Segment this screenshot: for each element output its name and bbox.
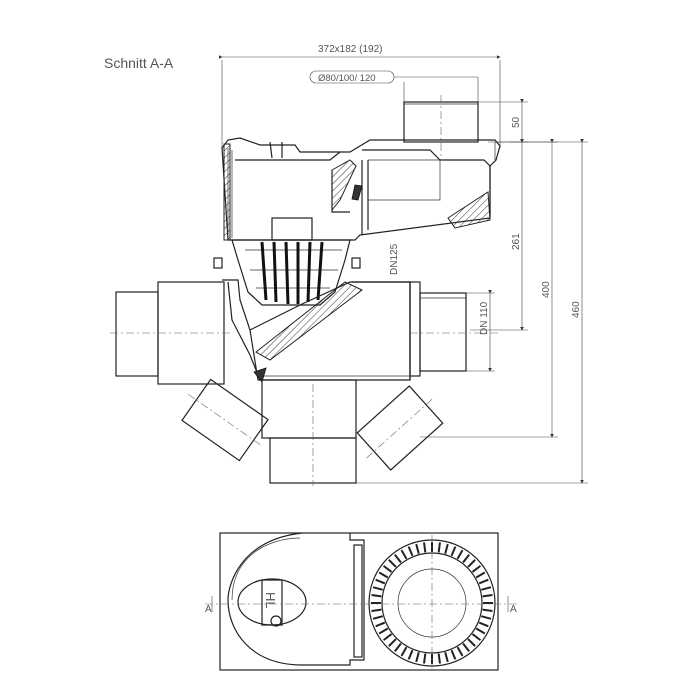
grate-slot	[375, 621, 386, 628]
grate-slot	[423, 542, 427, 553]
grate-slot	[415, 543, 420, 554]
section-marker-right-text: A	[510, 604, 517, 615]
grate-slot	[467, 638, 476, 647]
grate-slot	[415, 652, 420, 663]
grate-slot	[467, 559, 476, 568]
grate-slot	[388, 559, 397, 568]
logo-text: HL	[263, 592, 278, 609]
grate-slot	[450, 649, 457, 660]
grate-slot	[394, 642, 402, 653]
grate-slot	[475, 627, 486, 635]
grate-slot	[481, 615, 492, 620]
dim-diameters-text: Ø80/100/ 120	[318, 73, 376, 84]
dim-inlet-height-text: 261	[511, 233, 522, 250]
dimension-vertical-stack: 50 261 400 460	[355, 99, 588, 484]
grate-slot	[423, 653, 427, 664]
dim-top-height-text: 50	[511, 116, 522, 128]
section-marker-left: A	[205, 596, 213, 615]
top-outlet-collar	[403, 95, 479, 160]
grate-slot	[450, 546, 457, 557]
grate-slot	[407, 649, 414, 660]
bottom-outlet-right	[356, 385, 444, 471]
section-title: Schnitt A-A	[104, 55, 174, 71]
right-outlet-pipe: DN 110	[409, 281, 500, 377]
grate-slot	[456, 549, 464, 560]
dim-total-460-text: 460	[571, 301, 582, 318]
upper-body	[221, 137, 501, 241]
grate-slot	[372, 586, 383, 591]
grate-slot	[400, 549, 408, 560]
grate-slots	[371, 542, 493, 664]
left-inlet-pipe	[110, 281, 230, 385]
grate-slot	[482, 608, 493, 612]
bottom-outlet-left	[181, 378, 269, 462]
grate-slot	[394, 553, 402, 564]
grate-slot	[462, 642, 470, 653]
grate-slot	[378, 571, 389, 579]
grate-slot	[475, 571, 486, 579]
label-dn125: DN125	[389, 243, 400, 275]
dim-total-400-text: 400	[541, 281, 552, 298]
lower-body	[222, 279, 411, 383]
grate-slot	[378, 627, 389, 635]
bottom-outlet-center	[261, 379, 357, 486]
plan-view: HL	[205, 532, 520, 671]
grate-slot	[372, 615, 383, 620]
grate-slot	[462, 553, 470, 564]
grate-slot	[444, 543, 449, 554]
grate-slot	[388, 638, 397, 647]
grate-slot	[482, 594, 493, 598]
grate-slot	[382, 633, 393, 641]
dimension-overall-width: 372x182 (192)	[219, 44, 501, 148]
section-marker-left-text: A	[205, 604, 212, 615]
grate-slot	[382, 565, 393, 573]
grate-slot	[481, 586, 492, 591]
grate-slot	[478, 621, 489, 628]
dimension-diameters: Ø80/100/ 120	[309, 70, 479, 105]
grate-slot	[371, 608, 382, 612]
grate-slot	[471, 565, 482, 573]
section-marker-right: A	[507, 596, 517, 615]
grate-slot	[437, 542, 441, 553]
dim-overall-width-text: 372x182 (192)	[318, 44, 383, 55]
grate-slot	[371, 594, 382, 598]
grate-slot	[444, 652, 449, 663]
grate-slot	[456, 646, 464, 657]
grate-slot	[471, 633, 482, 641]
grate-slot	[375, 578, 386, 585]
label-dn110: DN 110	[479, 301, 490, 335]
grate-slot	[407, 546, 414, 557]
grate-slot	[437, 653, 441, 664]
grate-slot	[478, 578, 489, 585]
grate-slot	[400, 646, 408, 657]
